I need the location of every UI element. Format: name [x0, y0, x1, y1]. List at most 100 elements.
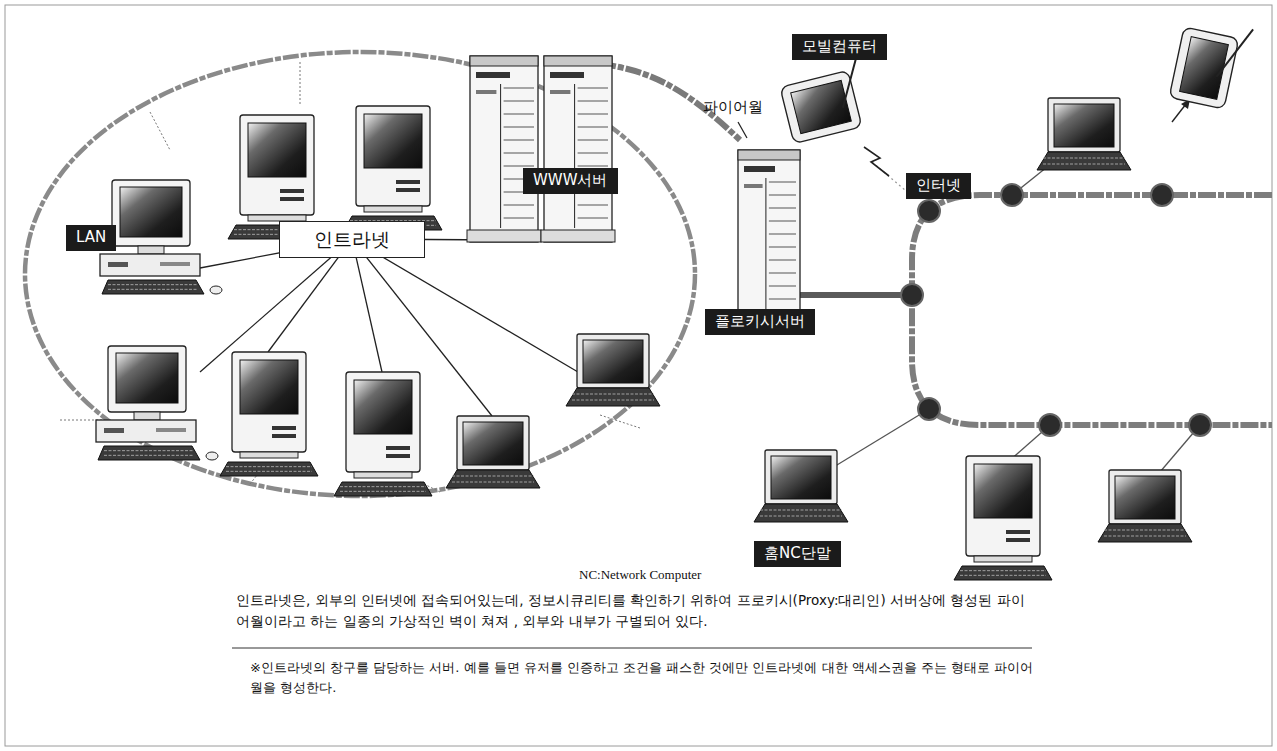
server-tower-part	[476, 72, 510, 78]
node-text: WWW서버	[533, 171, 608, 191]
frame-part	[5, 5, 1272, 746]
mac-computer-part	[354, 472, 412, 478]
desktop-computer	[100, 180, 222, 294]
mac-computer-part	[280, 189, 304, 193]
server-tower-part	[504, 114, 534, 115]
server-tower	[735, 150, 803, 326]
server-tower-part	[769, 286, 796, 287]
mac-computer-part	[240, 115, 314, 215]
mac-computer-part	[1006, 530, 1030, 534]
server-label: WWW서버	[523, 168, 618, 194]
desktop-computer-part	[120, 187, 182, 237]
mac-computer	[334, 372, 432, 496]
hub-lines-part	[600, 415, 640, 428]
server-tower-part	[769, 182, 796, 183]
mac-computer	[954, 456, 1052, 580]
mac-computer-part	[272, 426, 296, 430]
mac-computer-part	[396, 180, 420, 184]
server-tower-part	[769, 221, 796, 222]
branch-lines	[832, 99, 1200, 472]
mac-computer-part	[226, 466, 312, 467]
server-tower	[541, 56, 615, 242]
desktop-computer-part	[160, 262, 190, 266]
mac-computer-part	[354, 380, 412, 434]
laptop-computer-part	[1115, 476, 1175, 519]
laptop-computer-part	[446, 470, 540, 488]
server-tower-part	[544, 56, 612, 66]
internet-backbone-part	[912, 195, 1272, 425]
server-tower-part	[467, 230, 541, 242]
server-tower-part	[578, 101, 608, 102]
desktop-computer-part	[108, 289, 198, 290]
laptop-computer-part	[457, 416, 529, 470]
server-tower-part	[504, 205, 534, 206]
hub-lines-part	[150, 112, 170, 150]
server-tower	[467, 56, 541, 242]
server-tower-part	[504, 88, 534, 89]
server-label: 플로키시서버	[705, 309, 815, 335]
label-text: 파이어월	[703, 96, 763, 119]
tablet-computer	[777, 56, 873, 144]
branch-lines-part	[1172, 104, 1186, 122]
laptop-computer-part	[771, 456, 831, 499]
junction-dots-part	[1039, 414, 1061, 436]
tablet-computer-part	[1180, 37, 1229, 100]
desktop-computer-part	[116, 353, 178, 403]
server-tower-part	[504, 101, 534, 102]
tablet-computer-part	[1169, 27, 1239, 109]
desktop-computer	[96, 346, 218, 460]
laptop-computer-part	[566, 388, 660, 406]
server-tower-part	[744, 184, 763, 188]
abbreviation-note: NC:Network Computer	[579, 565, 701, 585]
server-tower-part	[578, 218, 608, 219]
server-tower-part	[504, 218, 534, 219]
server-tower-part	[769, 247, 796, 248]
laptop-computer-part	[1043, 164, 1125, 165]
laptop-computer	[1098, 470, 1192, 542]
hub-lines-part	[300, 62, 301, 105]
laptop-computer	[446, 416, 540, 488]
server-tower-part	[578, 205, 608, 206]
label-text: NC:Network Computer	[579, 565, 701, 585]
desktop-computer-part	[96, 420, 196, 442]
lan-ring	[25, 52, 740, 496]
mac-computer-part	[248, 123, 306, 177]
mac-computer-part	[396, 188, 420, 192]
desktop-computer-part	[108, 346, 186, 412]
junction-dots-part	[901, 284, 923, 306]
firewall-pointer	[738, 122, 747, 138]
mac-computer-part	[340, 491, 426, 492]
firewall-pointer-part	[738, 122, 747, 138]
server-tower-part	[738, 150, 800, 326]
desktop-computer-part	[98, 446, 200, 460]
laptop-computer-part	[1054, 104, 1114, 147]
mac-computer-part	[356, 106, 430, 206]
server-tower-part	[470, 56, 538, 66]
desktop-computer-part	[134, 412, 160, 420]
desktop-computer-part	[156, 428, 186, 432]
server-tower-part	[769, 208, 796, 209]
laptop-computer-part	[1109, 470, 1181, 524]
mac-computer-part	[966, 456, 1040, 556]
footnote: ※인트라넷의 창구를 담당하는 서버. 예를 들면 유저를 인증하고 조건을 패…	[250, 658, 1040, 698]
desktop-computer-part	[210, 286, 222, 294]
branch-lines-part	[864, 147, 889, 176]
server-tower-part	[769, 299, 796, 300]
mac-computer-part	[1006, 538, 1030, 542]
network-label: 인터넷	[906, 173, 971, 199]
laptop-computer-part	[760, 510, 842, 511]
caption-text: 인트라넷은, 외부의 인터넷에 접속되어있는데, 정보시큐리티를 확인하기 위하…	[236, 590, 1036, 632]
laptop-computer	[754, 450, 848, 522]
mac-computer-part	[240, 360, 298, 414]
laptop-computer-part	[1104, 530, 1186, 531]
server-tower-part	[504, 127, 534, 128]
server-tower-part	[504, 166, 534, 167]
frame	[5, 5, 1272, 746]
desktop-computer-part	[104, 450, 194, 451]
server-tower-part	[476, 90, 496, 94]
mac-computer-part	[226, 471, 312, 472]
mac-computer-part	[974, 464, 1032, 518]
server-tower-part	[544, 56, 612, 242]
